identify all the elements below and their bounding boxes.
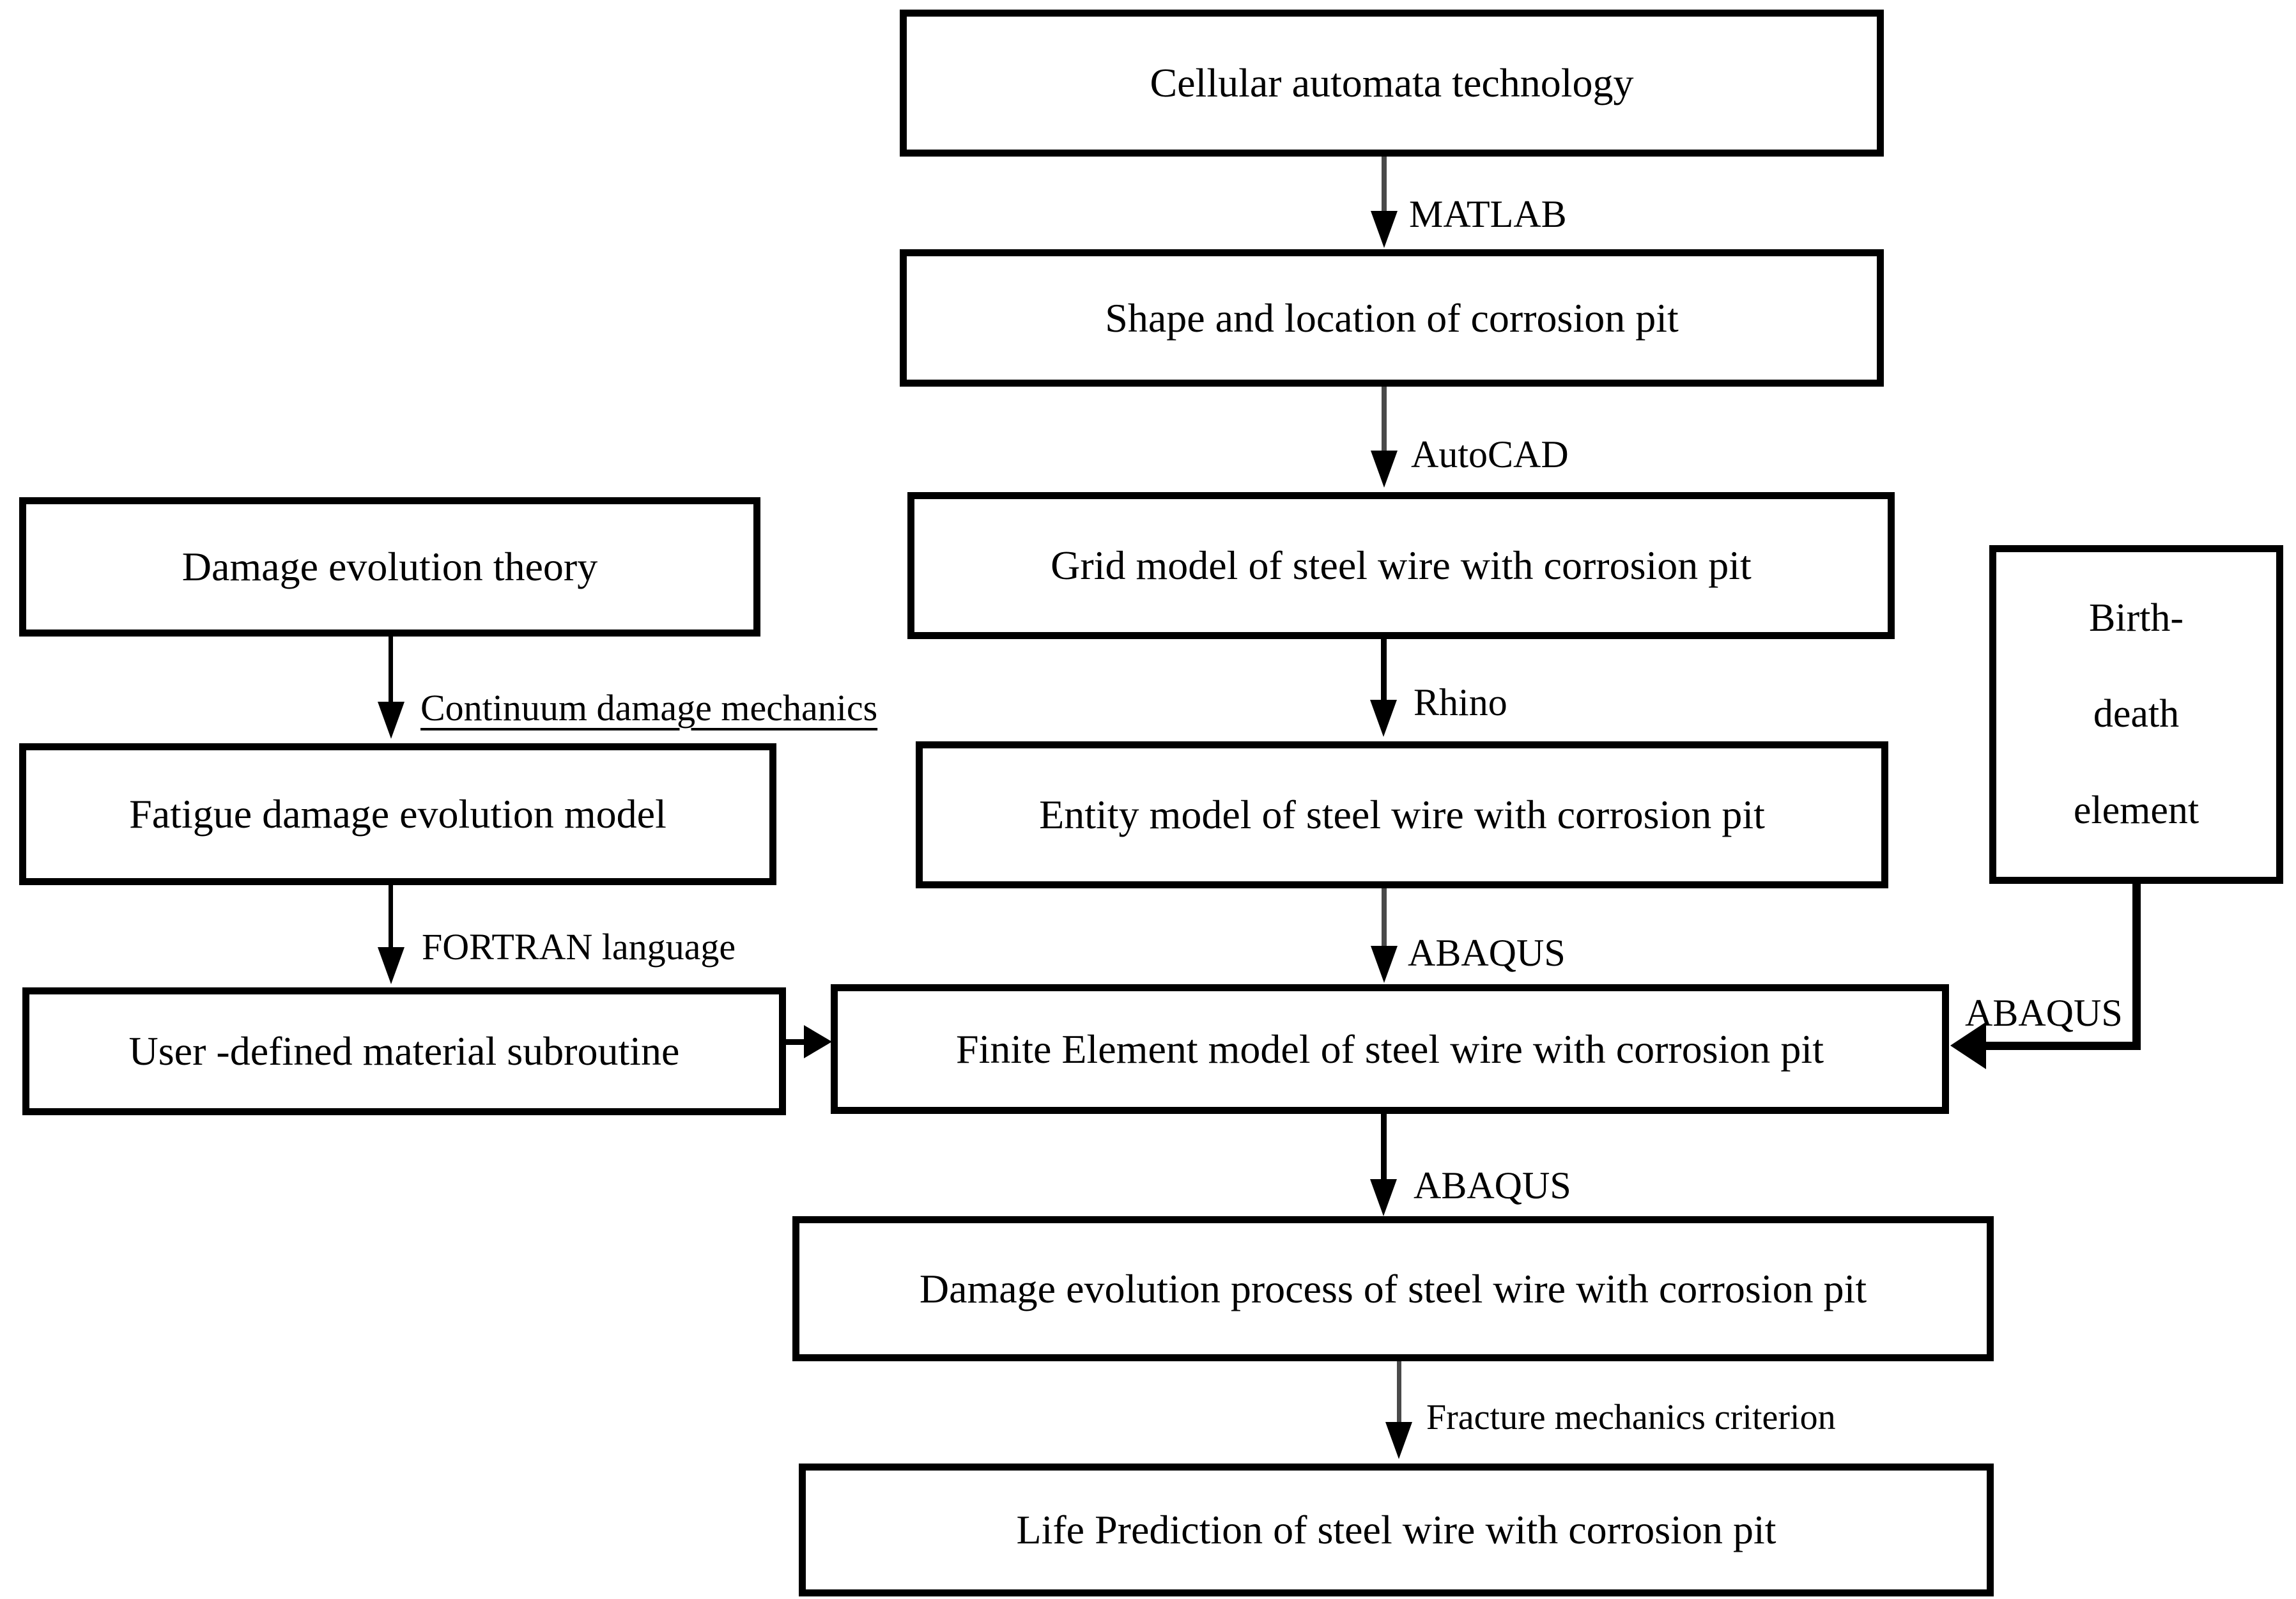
edge-label-matlab: MATLAB (1409, 193, 1567, 235)
node-birth-death-element: Birth- death element (1989, 545, 2283, 884)
node-finite-element-model-of-steel-wire: Finite Element model of steel wire with … (831, 984, 1949, 1114)
node-damage-evolution-theory: Damage evolution theory (19, 497, 760, 637)
arrowhead-down-fatigue-to-user (378, 947, 404, 984)
node-life-prediction: Life Prediction of steel wire with corro… (799, 1464, 1994, 1596)
arrow-birth-to-finite-vertical-shaft (2132, 884, 2141, 1046)
node-damage-evolution-process: Damage evolution process of steel wire w… (792, 1216, 1994, 1361)
node-fatigue-damage-evolution-model: Fatigue damage evolution model (19, 743, 776, 885)
birth-death-line-2: death (2093, 692, 2180, 736)
arrowhead-down-shape-to-grid (1371, 451, 1398, 488)
arrowhead-down-finite-to-damage (1370, 1179, 1397, 1216)
edge-label-rhino: Rhino (1414, 681, 1507, 723)
arrowhead-right-user-to-finite (804, 1025, 832, 1058)
edge-label-fracture-mechanics-criterion: Fracture mechanics criterion (1426, 1398, 1836, 1437)
arrowhead-down-entity-to-finite (1371, 946, 1398, 983)
edge-label-abaqus-finite-damage: ABAQUS (1414, 1164, 1571, 1207)
arrow-cellular-to-shape-shaft (1382, 157, 1387, 213)
arrow-birth-to-finite-horizontal-shaft (1985, 1042, 2141, 1050)
edge-label-abaqus-birth-finite: ABAQUS (1965, 992, 2123, 1034)
arrowhead-down-damage-to-life (1385, 1422, 1412, 1459)
arrow-entity-to-finite-shaft (1382, 888, 1387, 948)
edge-label-abaqus-entity-finite: ABAQUS (1408, 932, 1566, 974)
arrow-shape-to-grid-shaft (1382, 387, 1387, 452)
edge-label-fortran-language: FORTRAN language (422, 926, 736, 968)
arrow-damage-to-life-shaft (1397, 1361, 1401, 1424)
arrowhead-down-theory-to-fatigue (378, 702, 404, 739)
edge-label-continuum-damage-mechanics: Continuum damage mechanics (420, 687, 878, 729)
arrowhead-down-cellular-to-shape (1371, 211, 1398, 248)
node-entity-model-of-steel-wire: Entity model of steel wire with corrosio… (916, 741, 1888, 888)
node-shape-and-location-of-corrosion-pit: Shape and location of corrosion pit (900, 249, 1884, 387)
arrow-user-to-finite-shaft (786, 1039, 812, 1045)
arrow-grid-to-entity-shaft (1381, 639, 1387, 702)
node-cellular-automata-technology: Cellular automata technology (900, 10, 1884, 157)
birth-death-line-1: Birth- (2088, 596, 2184, 640)
arrow-fatigue-to-user-shaft (389, 885, 393, 949)
arrow-finite-to-damage-shaft (1381, 1114, 1387, 1181)
arrowhead-left-birth-to-finite (1950, 1022, 1986, 1069)
arrowhead-down-grid-to-entity (1370, 700, 1397, 737)
arrow-theory-to-fatigue-shaft (389, 637, 393, 704)
edge-label-autocad: AutoCAD (1411, 433, 1569, 475)
birth-death-line-3: element (2073, 788, 2200, 832)
node-user-defined-material-subroutine: User -defined material subroutine (22, 987, 786, 1115)
node-grid-model-of-steel-wire: Grid model of steel wire with corrosion … (907, 492, 1895, 639)
